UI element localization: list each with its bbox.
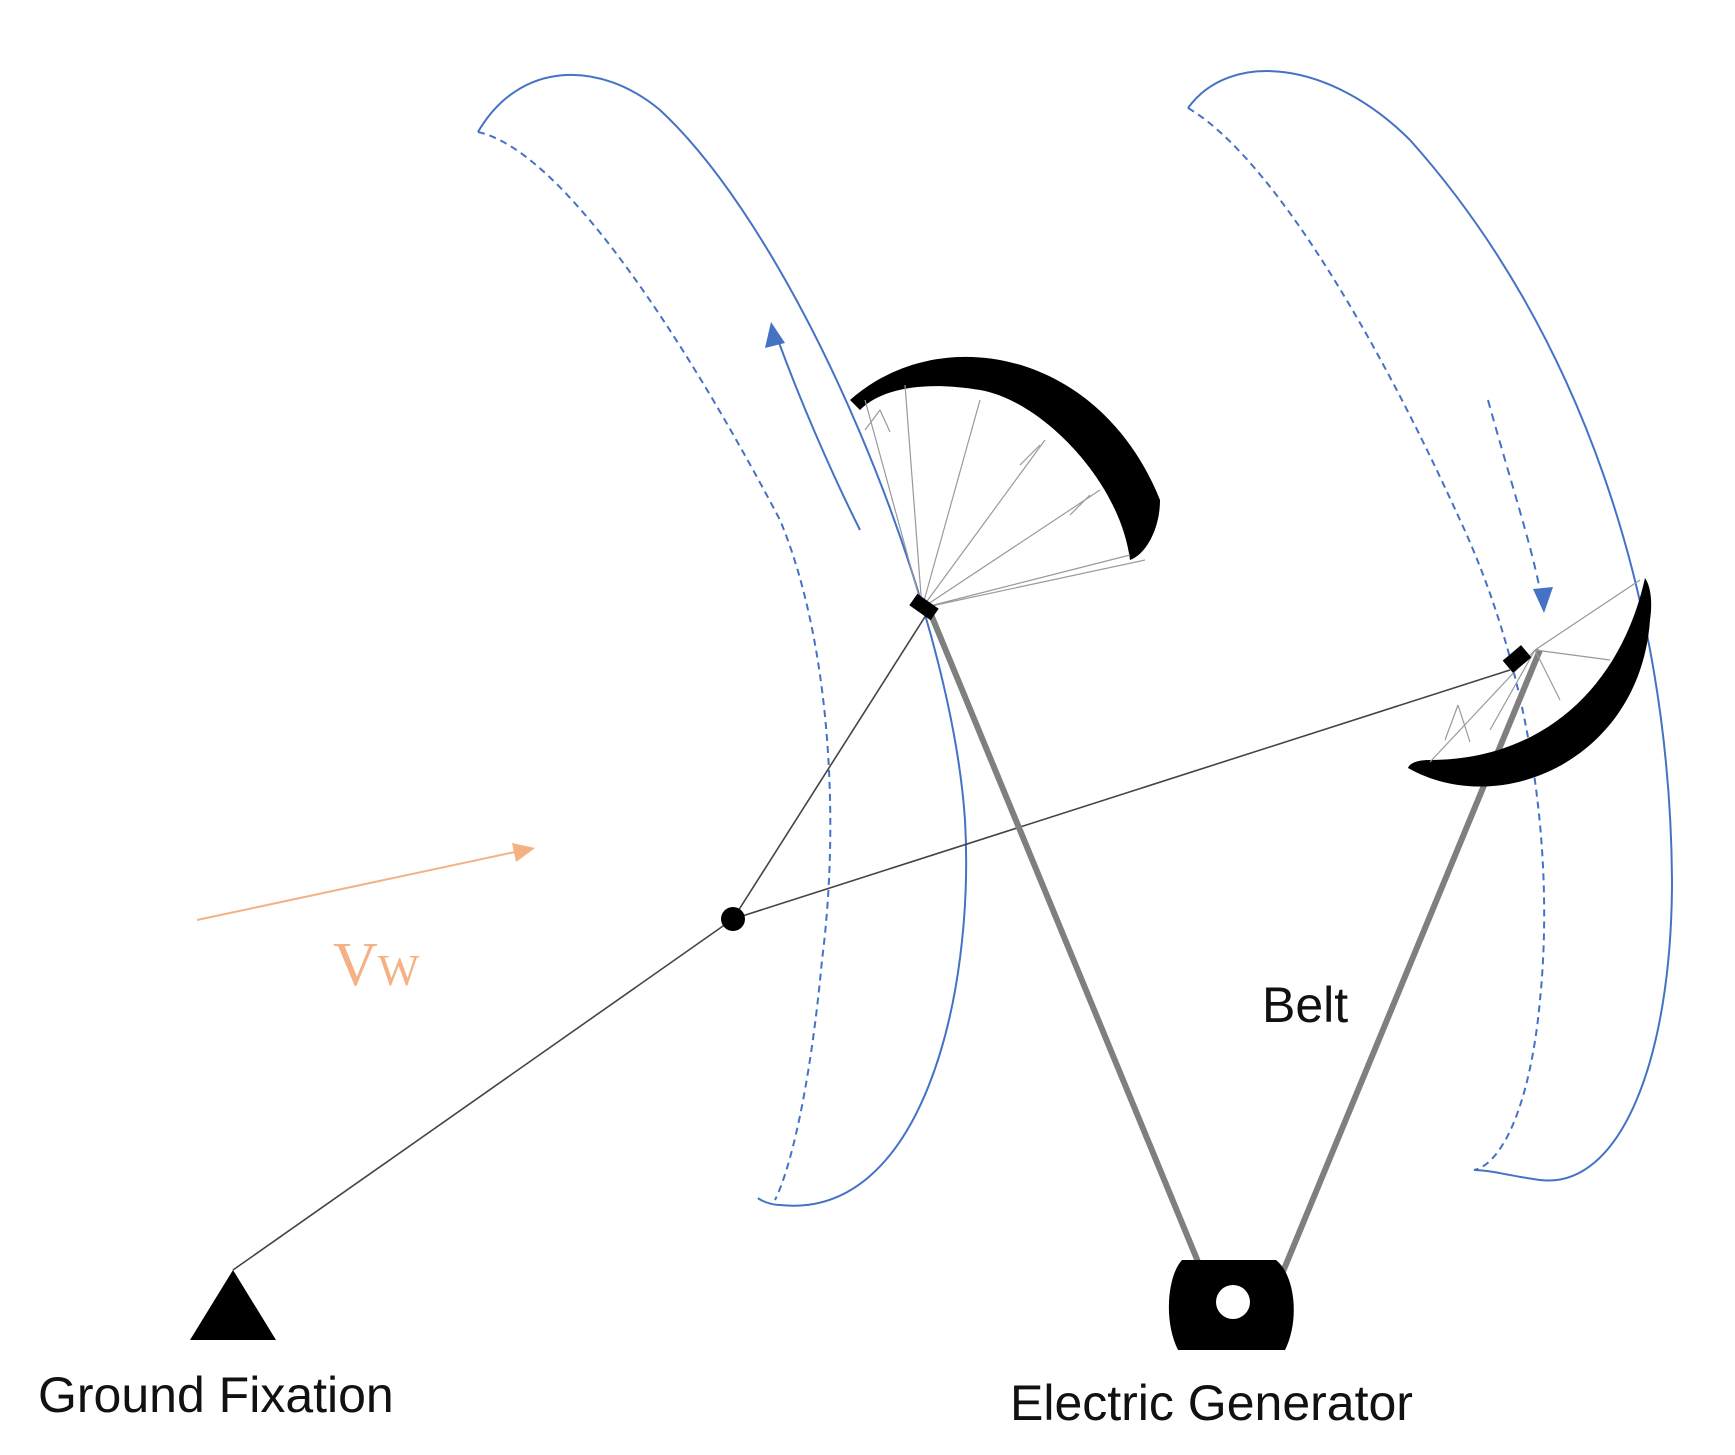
belt-label: Belt [1262, 977, 1348, 1033]
left-path-inner-dashed [477, 131, 832, 1201]
left-kite-tether [732, 611, 929, 920]
left-kite-lines [864, 384, 1146, 609]
right-direction-arrow [1487, 399, 1541, 591]
right-arrowhead-icon [1533, 587, 1553, 613]
right-kite-canopy [1408, 578, 1652, 787]
svg-text:VW: VW [333, 931, 420, 999]
right-kite [1408, 578, 1652, 787]
main-tether [232, 918, 734, 1271]
left-kite [850, 356, 1160, 621]
generator-pulley-icon [1216, 1285, 1250, 1319]
right-kite-control-pod [1502, 645, 1532, 673]
tethers [232, 611, 1511, 1271]
belt [927, 610, 1543, 1322]
ground-fixation-icon [190, 1270, 276, 1340]
belt-left-segment [927, 610, 1225, 1322]
right-path-inner-dashed [1187, 107, 1546, 1171]
wind-speed-subscript: W [378, 946, 420, 995]
electric-generator-icon [1168, 1260, 1294, 1350]
wind-arrow [196, 843, 535, 921]
wind-speed-symbol: V [333, 931, 378, 999]
left-direction-arrow [777, 339, 861, 531]
right-kite-tether [732, 669, 1511, 920]
left-arrowhead-icon [765, 322, 785, 348]
electric-generator-label: Electric Generator [1010, 1375, 1413, 1431]
left-kite-control-pod [909, 593, 939, 621]
right-flight-path [1187, 70, 1674, 1182]
left-flight-path [477, 73, 968, 1207]
right-path-outer [1187, 70, 1674, 1182]
left-kite-canopy [850, 356, 1160, 560]
tether-junction-node [721, 907, 745, 931]
left-path-outer [477, 73, 968, 1207]
wind-arrowhead-icon [512, 843, 535, 862]
ground-fixation-label: Ground Fixation [38, 1367, 394, 1423]
